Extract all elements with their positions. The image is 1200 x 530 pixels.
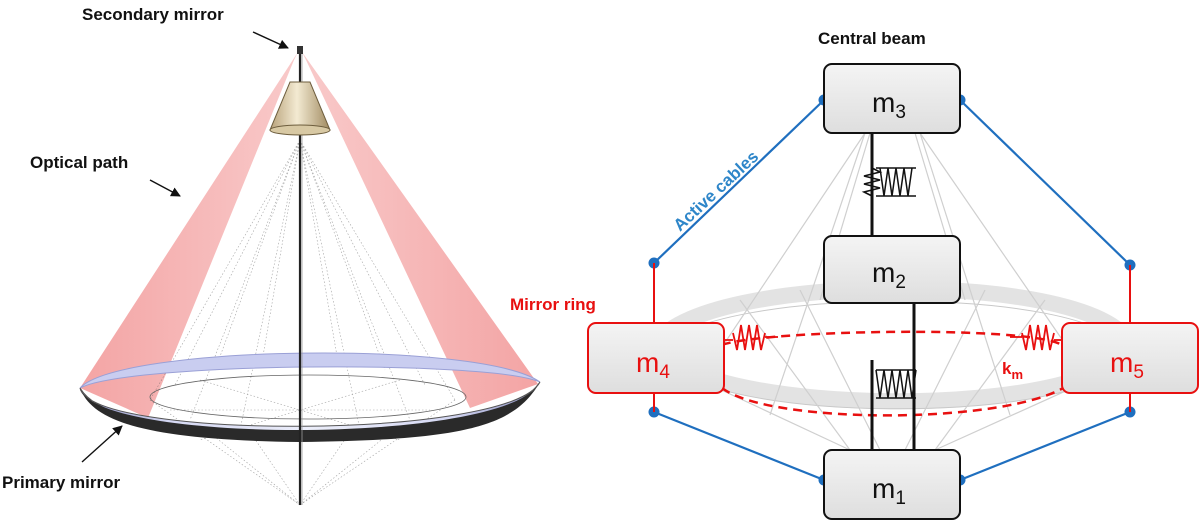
primary-mirror-rim <box>80 382 540 442</box>
spring-km-right <box>1010 324 1062 351</box>
svg-text:m3: m3 <box>872 87 906 123</box>
spring-m3-m2 <box>861 162 916 197</box>
secondary-mirror-label: Secondary mirror <box>82 5 224 24</box>
primary-mirror-opening <box>149 374 467 420</box>
primary-mirror-label: Primary mirror <box>2 473 120 492</box>
svg-text:m5: m5 <box>1110 347 1144 383</box>
svg-text:m4: m4 <box>636 347 670 383</box>
secondary-mirror-arrow <box>252 31 289 49</box>
mass-m3[interactable]: m3 <box>823 63 961 134</box>
optical-path-arrow <box>149 179 181 197</box>
mirror-ring-label: Mirror ring <box>510 295 596 314</box>
central-beam-label: Central beam <box>818 29 926 48</box>
optical-path-right <box>302 52 538 408</box>
mirror-ring-model <box>721 330 1063 347</box>
mass-spring-model: m3 m2 m1 m4 m5 Central beam Mirror ring … <box>510 29 1199 520</box>
telescope-illustration: Secondary mirror Optical path Primary mi… <box>2 5 541 506</box>
truss-lines <box>149 139 456 506</box>
mass-m1[interactable]: m1 <box>823 449 961 520</box>
secondary-mirror <box>297 46 303 54</box>
active-cables[interactable] <box>653 99 1131 482</box>
mass-m2[interactable]: m2 <box>823 235 961 304</box>
mass-m4[interactable]: m4 <box>587 322 725 394</box>
optical-path-label: Optical path <box>30 153 128 172</box>
svg-text:m2: m2 <box>872 257 906 293</box>
active-cables-label: Active cables <box>670 147 762 235</box>
spring-m2-m1 <box>875 369 917 399</box>
mass-m5[interactable]: m5 <box>1061 322 1199 394</box>
optical-path-left <box>80 52 298 418</box>
primary-mirror-arrow <box>81 425 123 463</box>
svg-text:m1: m1 <box>872 473 906 509</box>
spring-km-left <box>724 324 778 351</box>
spring-constant-label: km <box>1002 359 1023 382</box>
ring-background <box>645 280 1139 410</box>
